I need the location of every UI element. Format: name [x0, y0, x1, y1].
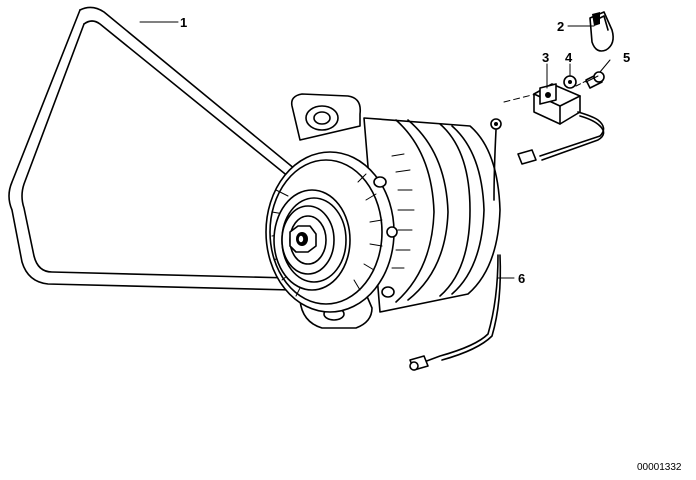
callout-3: 3	[542, 50, 549, 65]
callout-labels: 1 2 3 4 5 6	[180, 15, 630, 286]
leader-lines	[139, 21, 611, 279]
screw	[575, 71, 605, 89]
callout-2: 2	[557, 19, 564, 34]
cable	[409, 118, 502, 371]
clip	[589, 11, 614, 52]
washer	[563, 75, 577, 89]
alternator	[265, 93, 501, 329]
callout-6: 6	[518, 271, 525, 286]
callout-1: 1	[180, 15, 187, 30]
capacitor	[503, 83, 605, 165]
callout-4: 4	[565, 50, 573, 65]
callout-5: 5	[623, 50, 630, 65]
document-number: 00001332	[637, 462, 682, 473]
